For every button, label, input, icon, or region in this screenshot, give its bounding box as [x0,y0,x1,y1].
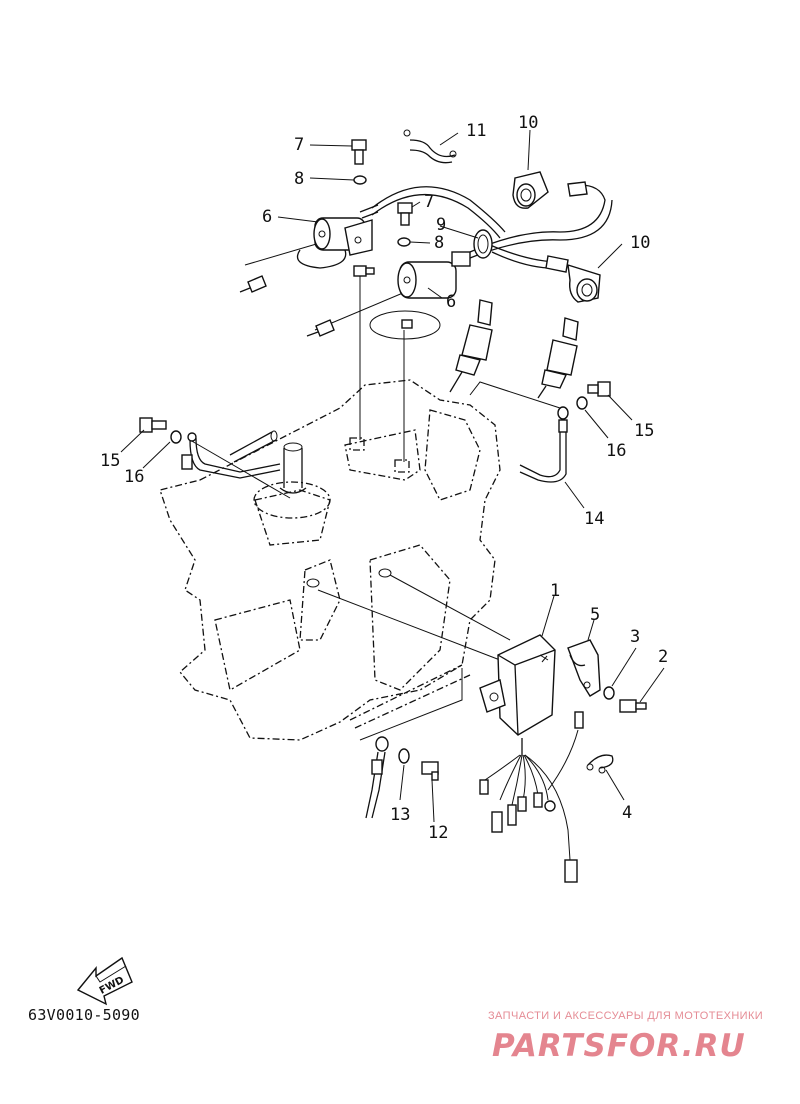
plug-cap-upper [512,171,588,209]
diagram-code: 63V0010-5090 [28,1006,140,1024]
bolt-7-middle [397,202,413,226]
clip-11 [403,129,457,164]
cdi-bracket [567,639,601,697]
callout-14: 14 [584,509,604,529]
callout-11: 11 [466,121,486,141]
ht-cables [371,184,613,269]
dowel-rod [229,430,278,463]
washer-8-middle [397,237,411,247]
callout-5: 5 [590,605,600,625]
callout-10-upper: 10 [518,113,538,133]
spark-plug-left [449,299,493,393]
callouts: 1 2 3 4 5 6 6 7 7 8 8 9 10 10 11 12 13 1… [100,113,668,843]
bolt-15-left [139,417,167,433]
guide-lines [189,239,561,741]
watermark-tagline: ЗАПЧАСТИ И АКСЕССУАРЫ ДЛЯ МОТОТЕХНИКИ [488,1010,764,1022]
callout-8-middle: 8 [434,233,444,253]
ground-terminal-lead [365,736,389,819]
clip-4 [586,754,614,774]
callout-9: 9 [436,215,446,235]
callout-3: 3 [630,627,640,647]
callout-6-upper: 6 [262,207,272,227]
callout-13: 13 [390,805,410,825]
ignition-coil-lower [369,251,471,340]
cdi-harness [479,711,584,883]
callout-15-right: 15 [634,421,654,441]
bolt-2 [619,699,647,713]
spark-plug-right [537,317,579,399]
bolt-7-upper [351,139,367,165]
callout-1: 1 [550,581,560,601]
plug-cap-lower [545,255,601,303]
washer-13 [398,748,410,764]
washer-16-left [170,430,182,444]
callout-8-upper: 8 [294,169,304,189]
callout-16-right: 16 [606,441,626,461]
bolt-12 [421,761,439,781]
ground-lead-left [181,432,281,479]
callout-15-left: 15 [100,451,120,471]
callout-12: 12 [428,823,448,843]
callout-2: 2 [658,647,668,667]
callout-7-upper: 7 [294,135,304,155]
fwd-arrow-icon: FWD [76,956,133,1006]
ignition-coil-upper [296,204,379,269]
callout-6-lower: 6 [446,292,456,312]
washer-16-terminal [557,406,569,420]
washer-16-right [576,396,588,410]
terminal-lower-left [306,319,335,337]
callout-10-lower: 10 [630,233,650,253]
cdi-unit [479,634,556,736]
callout-16-left: 16 [124,467,144,487]
engine-block [159,379,501,741]
grommet [473,229,493,259]
callout-4: 4 [622,803,632,823]
small-bolts [353,265,375,277]
callout-7-middle: 7 [424,192,434,212]
watermark-logo: PARTSFOR.RU [492,1028,746,1062]
bolt-15-right [587,381,611,397]
terminal-upper-left [239,275,267,293]
washer-8-upper [353,175,367,185]
ground-lead-14 [519,419,568,483]
washer-3 [603,686,615,700]
watermark-logo-text: PARTSFOR.RU [492,1028,746,1062]
leader-lines [120,129,665,823]
